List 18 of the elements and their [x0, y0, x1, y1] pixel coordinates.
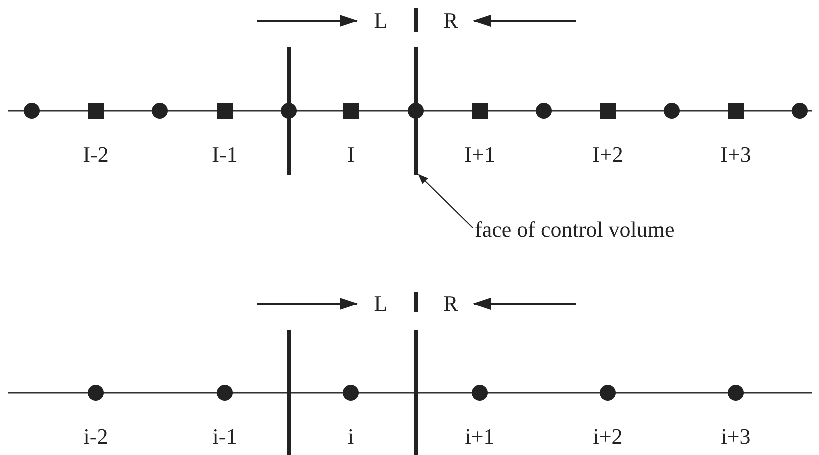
node-index-label: i-1	[212, 425, 238, 449]
cell-index-label: I+1	[464, 143, 496, 167]
cell-index-label: I+3	[720, 143, 752, 167]
node-index-label: i-2	[84, 425, 108, 449]
node-index-label: i+2	[593, 425, 623, 449]
direction-label: R	[444, 9, 458, 33]
cell-index-label: I+2	[592, 143, 624, 167]
node-index-label: i+3	[721, 425, 751, 449]
annotation-text: face of control volume	[475, 217, 675, 242]
direction-label: L	[374, 292, 388, 316]
node-index-label: i+1	[465, 425, 495, 449]
leader-line	[418, 174, 474, 228]
direction-label: L	[374, 9, 388, 33]
cell-index-label: I-2	[83, 143, 109, 167]
cell-index-label: I	[347, 143, 355, 167]
cell-index-label: I-1	[212, 143, 238, 167]
direction-label: R	[444, 292, 458, 316]
node-index-label: i	[348, 425, 354, 449]
